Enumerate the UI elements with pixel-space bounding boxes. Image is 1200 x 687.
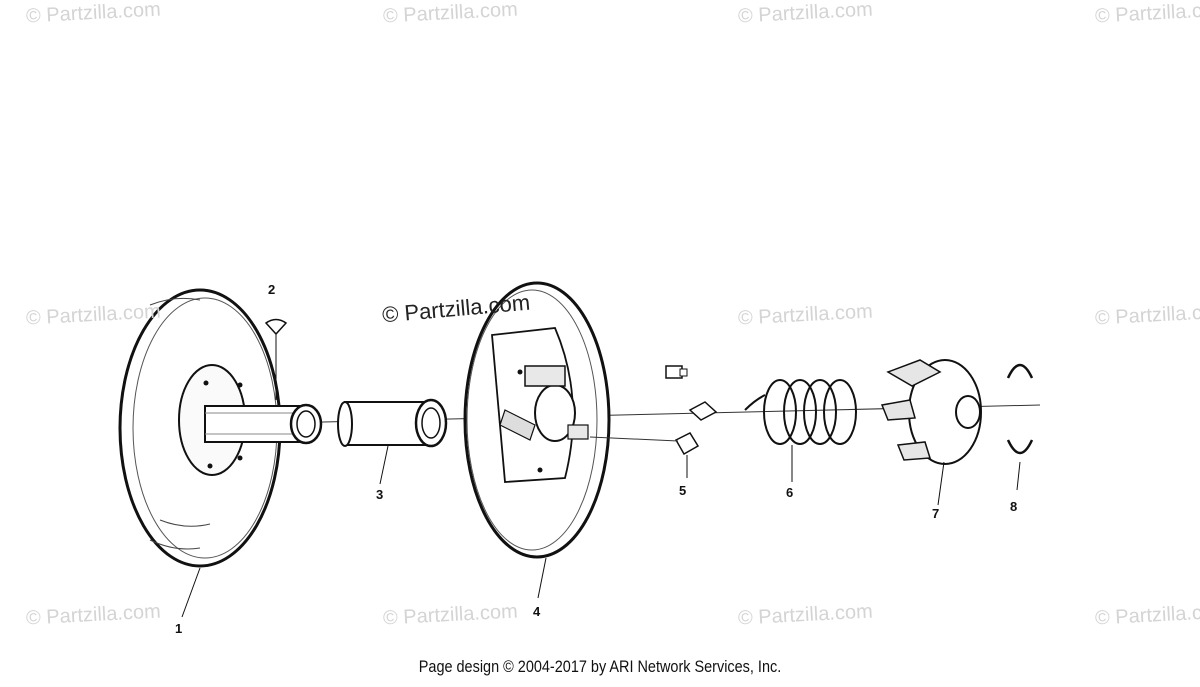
leader-line-4	[537, 557, 547, 599]
callout-5: 5	[679, 483, 686, 498]
part-7-spider	[880, 359, 982, 506]
part-5-rollers	[589, 365, 718, 478]
leader-line-1	[181, 567, 201, 618]
callout-3: 3	[376, 487, 383, 502]
callout-8: 8	[1010, 499, 1017, 514]
callout-1: 1	[175, 621, 182, 636]
callout-6: 6	[786, 485, 793, 500]
part-3-bushing	[337, 398, 448, 448]
part-4-movable-sheave	[463, 281, 611, 559]
callout-4: 4	[533, 604, 541, 619]
part-8-clips	[1006, 363, 1034, 491]
footer-copyright: Page design © 2004-2017 by ARI Network S…	[418, 657, 782, 676]
part-1-fixed-sheave	[118, 288, 323, 568]
callout-7: 7	[932, 506, 939, 521]
part-6-spring	[744, 379, 857, 482]
part-2-pin	[264, 318, 288, 400]
callout-2: 2	[268, 282, 275, 297]
leader-line-3	[379, 445, 389, 485]
